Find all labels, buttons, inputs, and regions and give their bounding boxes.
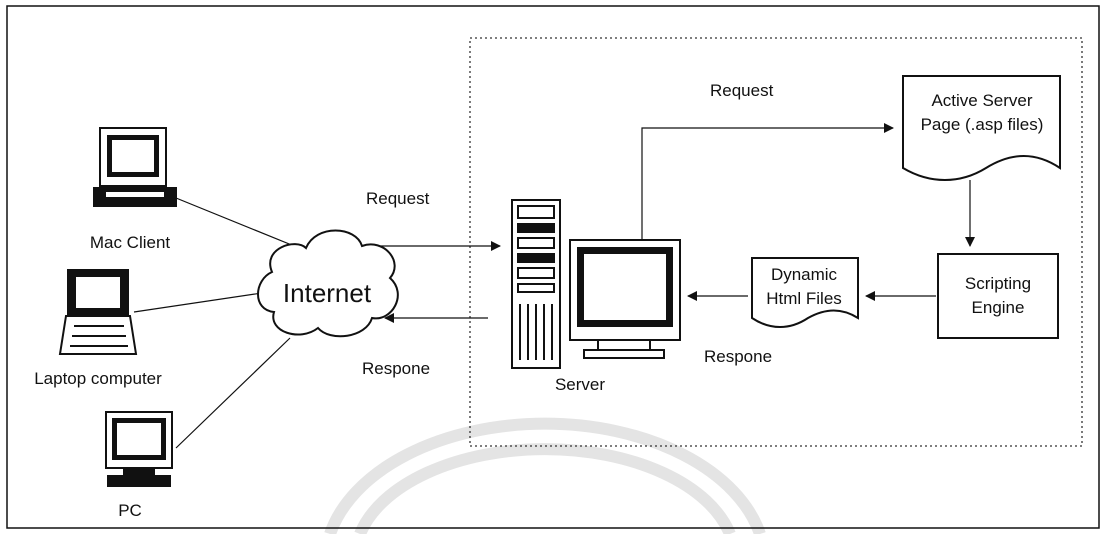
mac-client-icon <box>93 127 177 207</box>
server-request-label: Request <box>710 81 774 100</box>
dynamic-html-document <box>751 257 859 328</box>
client-request-label: Request <box>366 189 430 208</box>
server-boundary <box>469 37 1083 447</box>
dynamic-label-line2: Html Files <box>766 289 842 308</box>
pc-label: PC <box>118 501 142 520</box>
dynamic-label-line1: Dynamic <box>771 265 838 284</box>
mac-client-label: Mac Client <box>90 233 171 252</box>
internet-label: Internet <box>283 278 372 308</box>
asp-label-line1: Active Server <box>931 91 1032 110</box>
server-response-label: Respone <box>704 347 772 366</box>
server-monitor-icon <box>569 239 681 359</box>
scripting-engine-box <box>937 253 1059 339</box>
server-label: Server <box>555 375 605 394</box>
asp-document <box>902 75 1061 181</box>
watermark-arcs <box>324 417 766 534</box>
laptop-icon <box>58 269 138 355</box>
outer-frame <box>6 5 1100 529</box>
asp-label-line2: Page (.asp files) <box>921 115 1044 134</box>
laptop-label: Laptop computer <box>34 369 162 388</box>
server-tower-icon <box>511 199 561 369</box>
server-request-arrow <box>641 123 894 240</box>
client-response-label: Respone <box>362 359 430 378</box>
scripting-label-line1: Scripting <box>965 274 1031 293</box>
pc-icon <box>105 411 173 487</box>
internet-cloud <box>257 229 399 338</box>
client-links <box>133 197 305 449</box>
scripting-label-line2: Engine <box>972 298 1025 317</box>
